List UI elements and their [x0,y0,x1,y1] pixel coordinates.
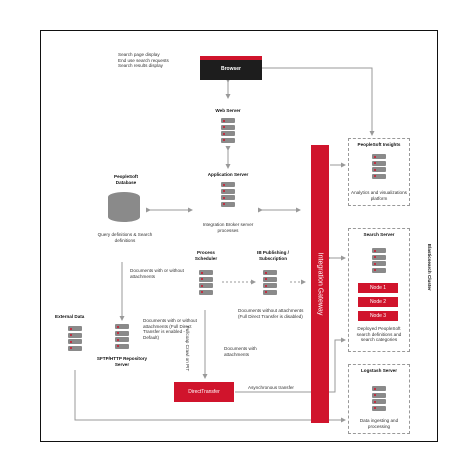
note-line: End use search requests [118,57,169,63]
app-server-icon [221,182,235,208]
search-server-box [348,228,410,352]
browser-window[interactable]: Browser [200,56,262,80]
browser-label: Browser [220,66,241,72]
sftp-server-icon [115,324,129,350]
note-line: Search page display [118,52,160,57]
integration-gateway-label: Integration Gateway [316,252,324,316]
link-browser-insights [258,65,375,136]
insights-server-icon [372,154,386,180]
search-server-icon [372,248,386,274]
link-direct-search [235,337,346,393]
web-server-label: Web Server [215,108,241,113]
insights-note: Analytics and visualizations platform [351,190,407,201]
scheduler-docs-note: Documents with or without attachments [130,268,184,279]
app-server-label: Application Server [207,172,249,177]
insights-box [348,138,410,206]
search-server-note: Deployed PeopleSoft search definitions a… [356,326,402,343]
app-server-note: Integration Broker server processes [202,222,254,233]
process-scheduler-label: Process Scheduler [194,250,218,261]
logstash-server-icon [372,386,386,412]
logstash-note: Data ingesting and processing [359,418,399,429]
ib-pub-note: Documents without attachments (Full Dire… [238,308,304,319]
node-2: Node 2 [358,297,398,307]
direct-transfer-side-note: Fullcoap Crawl on PIT [185,326,190,372]
node-3: Node 3 [358,311,398,321]
node-1: Node 1 [358,283,398,293]
database-icon [108,192,140,222]
ib-pub-icon [263,270,277,296]
process-scheduler-icon [199,270,213,296]
web-server-icon [221,118,235,144]
ib-pub-label: IB Publishing / Subscription [257,250,289,261]
note-line: Search results display [118,63,163,69]
external-data-label: External Data [55,314,85,319]
cluster-label: Elasticsearch Cluster [427,244,432,291]
logstash-box [348,364,410,434]
direct-transfer-box[interactable]: DirectTransfer [174,382,234,402]
insights-label: PeopleSoft Insights [357,142,401,147]
external-data-icon [68,326,82,352]
link-external [74,370,346,423]
async-transfer-label: Asynchronous transfer [248,385,294,390]
sftp-note: Documents with or without attachments (F… [143,318,197,340]
database-note: Query definitions & Search definitions [97,232,153,243]
logstash-label: Logstash Server [361,368,397,373]
direct-transfer-docs-note: Documents with attachments [224,346,257,357]
sftp-label: SFTP/HTTP Repository Server [96,356,148,367]
database-title: PeopleSoft Database [114,174,138,185]
browser-notes: Search page display End use search reque… [118,52,169,69]
integration-gateway: Integration Gateway [311,145,329,423]
search-server-label: Search Server [363,232,395,237]
diagram-frame [40,30,438,442]
